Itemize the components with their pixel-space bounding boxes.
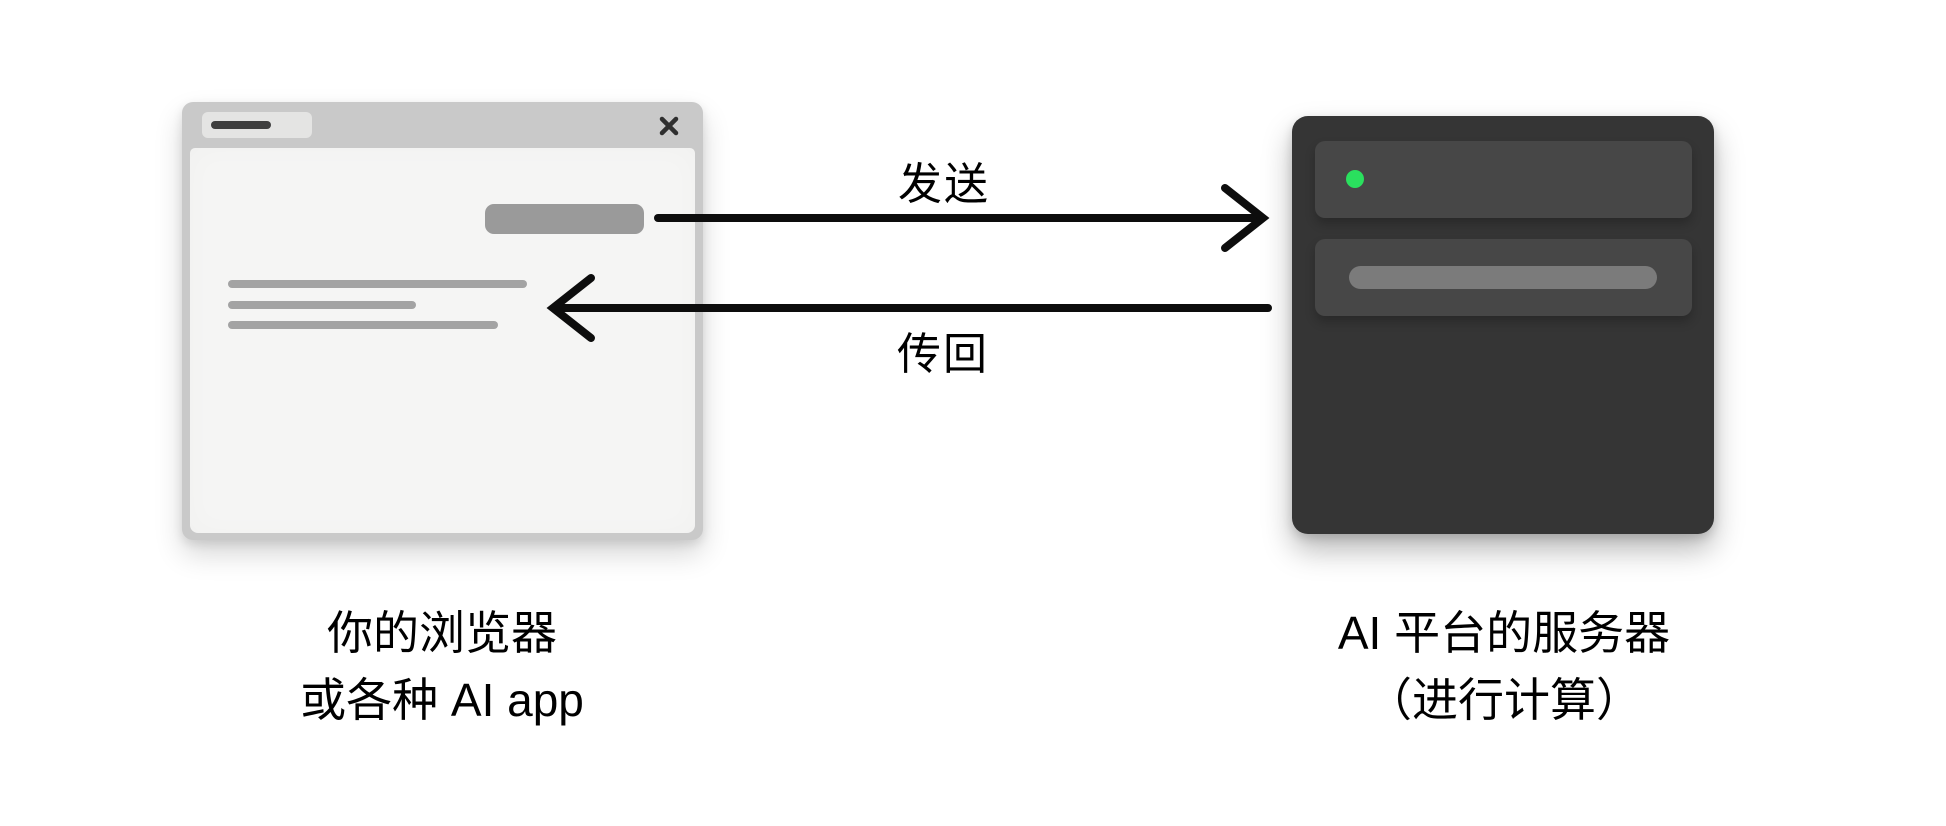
browser-caption-line1: 你的浏览器 xyxy=(327,607,557,659)
send-label: 发送 xyxy=(898,160,990,209)
server-rack-unit-1 xyxy=(1315,141,1692,218)
response-text-placeholder xyxy=(228,321,498,329)
send-arrow-head xyxy=(1221,184,1270,252)
browser-tab xyxy=(202,112,312,138)
green-status-dot-icon xyxy=(1346,170,1364,188)
close-icon[interactable] xyxy=(657,114,681,138)
server-rack-unit-2 xyxy=(1315,239,1692,316)
browser-window xyxy=(182,102,703,540)
return-label: 传回 xyxy=(897,330,989,379)
browser-caption-line2: 或各种 AI app xyxy=(300,674,584,726)
browser-caption: 你的浏览器 或各种 AI app xyxy=(300,600,584,734)
server-box xyxy=(1292,116,1714,534)
tab-title-placeholder xyxy=(211,121,271,129)
browser-content-area xyxy=(190,148,695,533)
server-caption: AI 平台的服务器 （进行计算） xyxy=(1338,600,1670,734)
server-caption-line1: AI 平台的服务器 xyxy=(1337,607,1671,659)
response-text-placeholder xyxy=(228,301,416,309)
user-message-bubble xyxy=(485,204,644,234)
server-caption-line2: （进行计算） xyxy=(1366,674,1642,726)
response-text-placeholder xyxy=(228,280,527,288)
server-slot-bar xyxy=(1349,266,1657,289)
